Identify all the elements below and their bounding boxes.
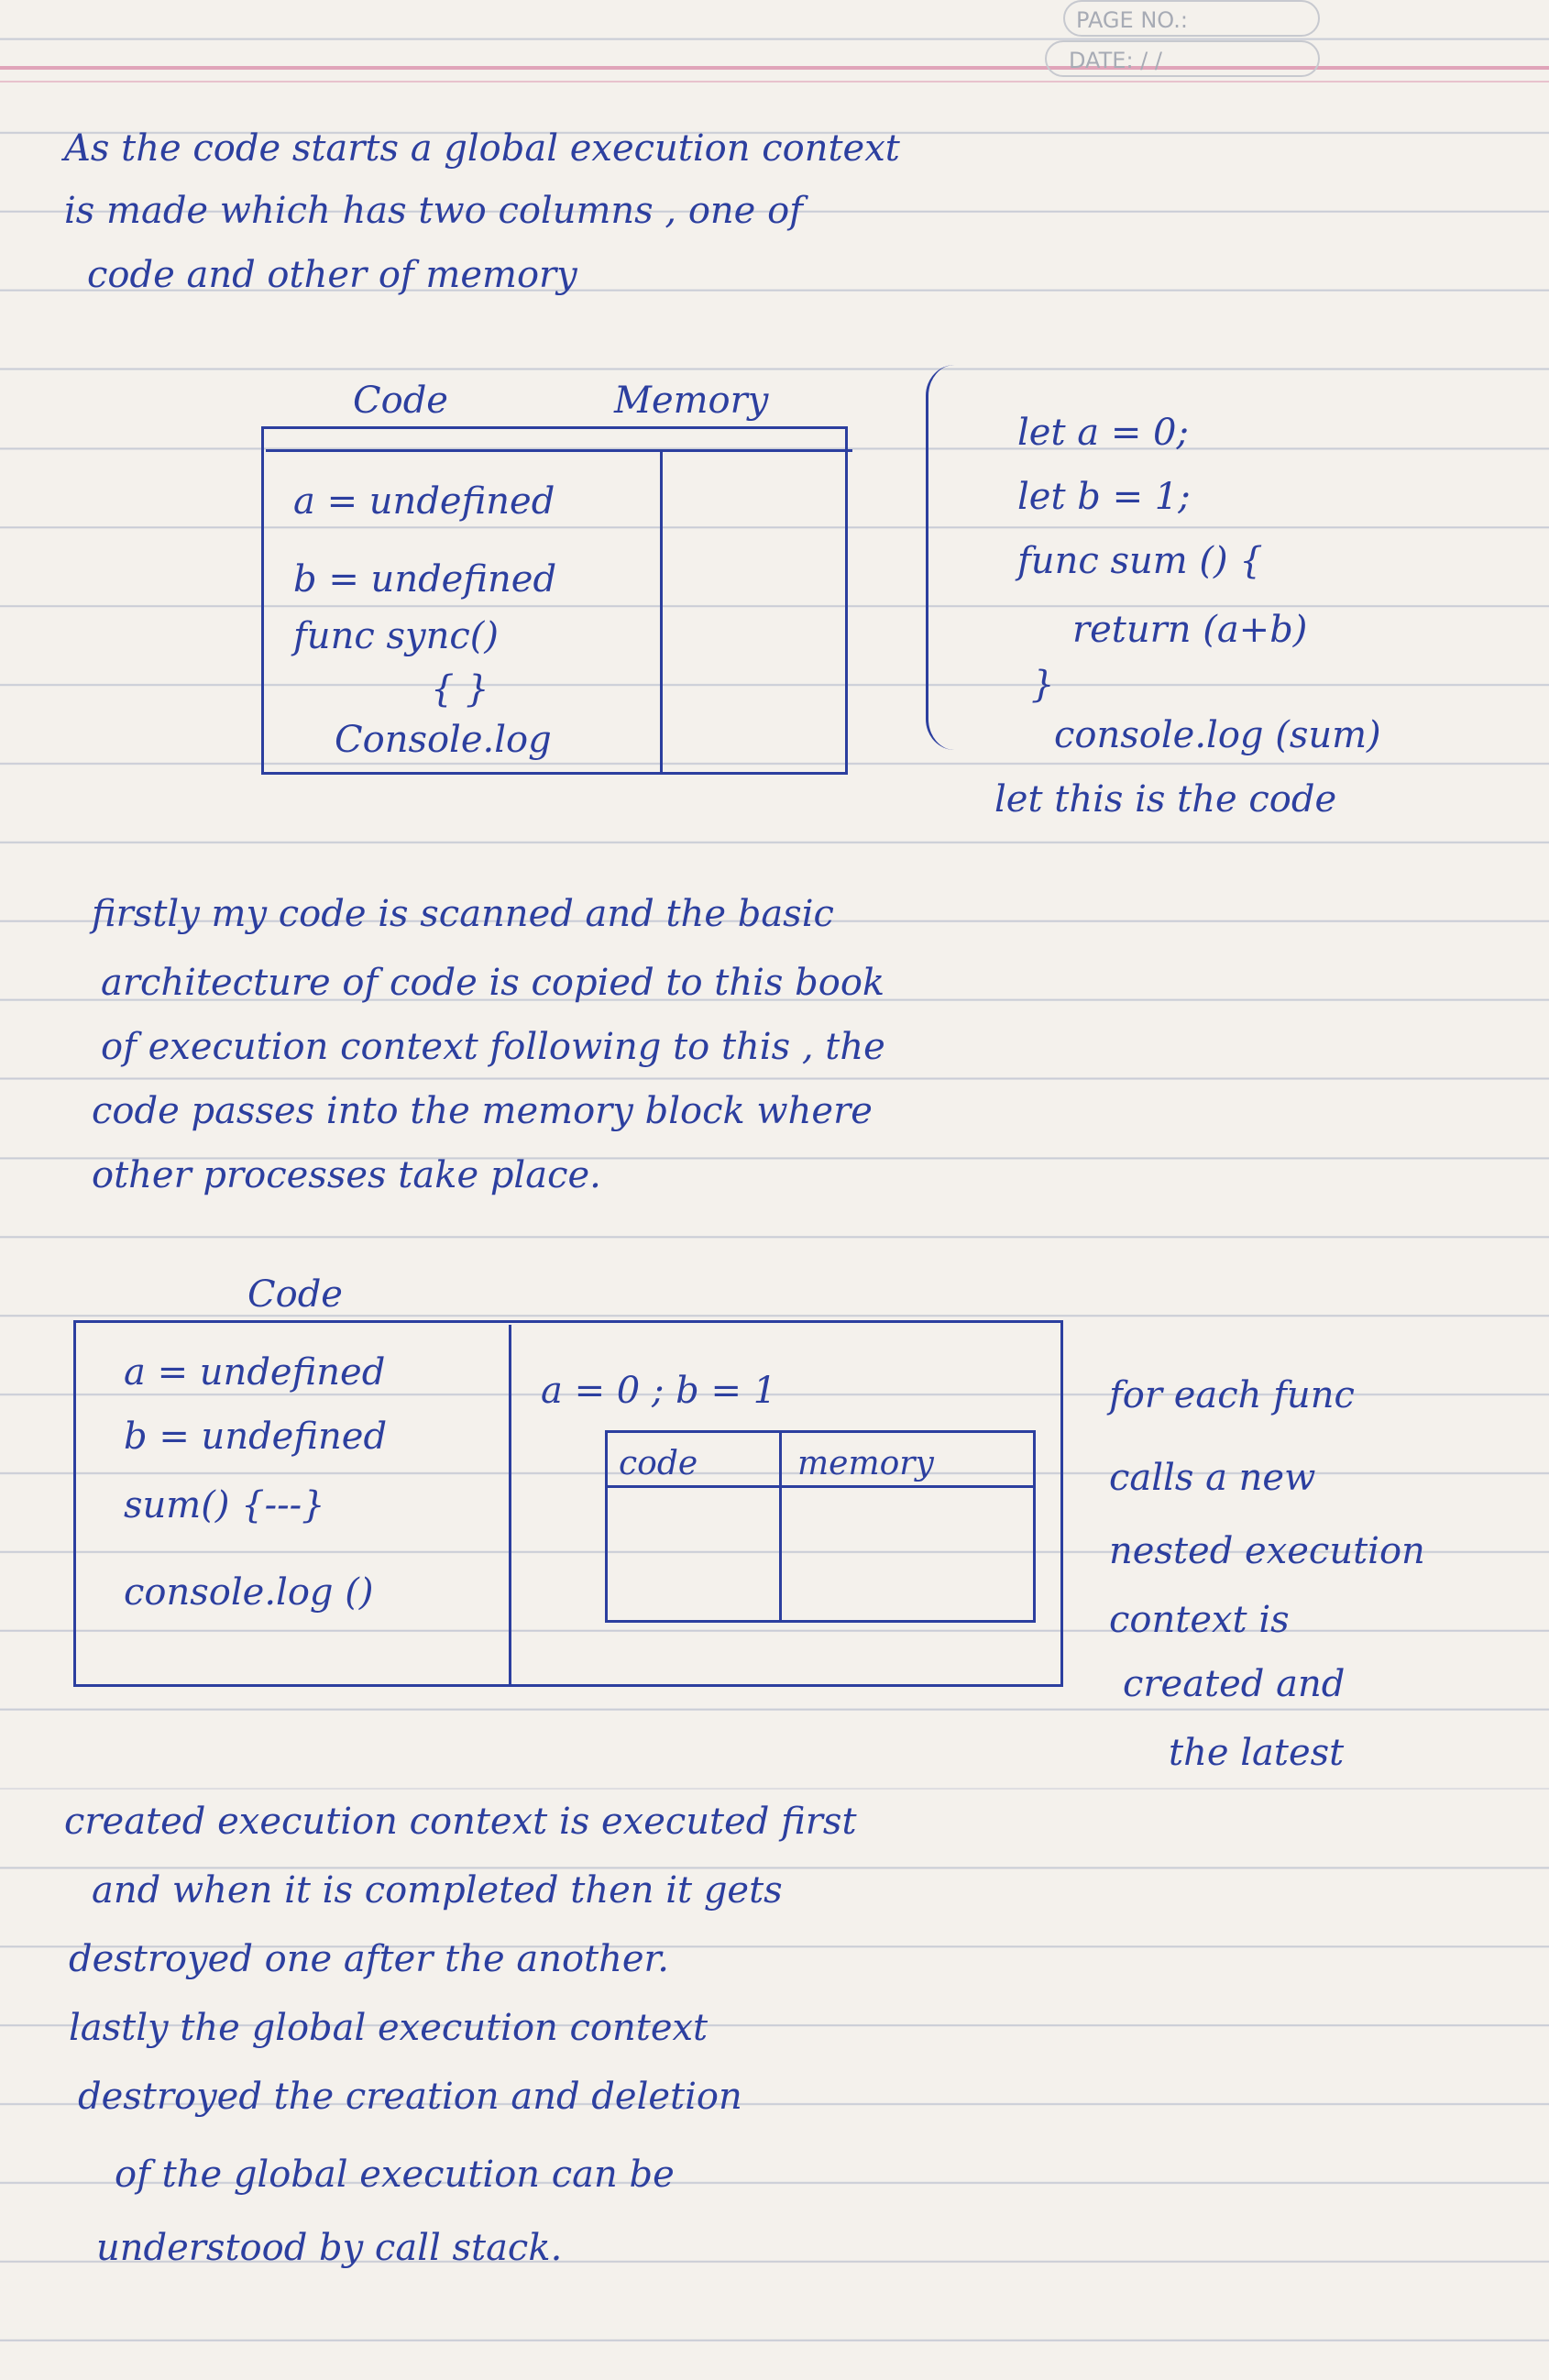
top-margin-line xyxy=(0,66,1549,70)
side-note-line-1: for each func xyxy=(1109,1374,1355,1416)
diagram1-code-title: Code xyxy=(353,380,448,422)
diagram2-box xyxy=(73,1320,1063,1687)
diagram2-right-top: a = 0 ; b = 1 xyxy=(541,1370,777,1412)
para3-line-4: lastly the global execution context xyxy=(69,2007,709,2049)
intro-line-1: As the code starts a global execution co… xyxy=(64,127,900,170)
diagram2-divider xyxy=(509,1325,511,1687)
diagram2-left-line-3: sum() {---} xyxy=(124,1484,325,1526)
diagram1-memory-title: Memory xyxy=(614,380,769,422)
para2-line-2: architecture of code is copied to this b… xyxy=(101,962,885,1004)
diagram1-line-braces: { } xyxy=(431,668,489,711)
diagram1-line-func: func sync() xyxy=(293,615,499,657)
side-note-line-6: the latest xyxy=(1169,1732,1345,1774)
side-note-line-5: created and xyxy=(1123,1663,1346,1705)
diagram1-line-b: b = undefined xyxy=(293,558,557,601)
para3-line-2: and when it is completed then it gets xyxy=(92,1869,783,1912)
para3-line-3: destroyed one after the another. xyxy=(69,1938,669,1980)
date-field: DATE: / / xyxy=(1045,40,1320,77)
nested-context-header-line xyxy=(605,1485,1036,1488)
diagram2-left-line-1: a = undefined xyxy=(124,1351,386,1394)
para2-line-4: code passes into the memory block where xyxy=(92,1090,873,1132)
intro-line-2: is made which has two columns , one of xyxy=(64,190,803,232)
diagram1-line-a: a = undefined xyxy=(293,480,555,523)
nested-code-label: code xyxy=(619,1445,698,1482)
nested-context-box xyxy=(605,1430,1036,1623)
snippet-line-4: return (a+b) xyxy=(1072,609,1308,651)
snippet-line-6: console.log (sum) xyxy=(1054,714,1381,756)
para2-line-5: other processes take place. xyxy=(92,1154,601,1196)
side-note-line-3: nested execution xyxy=(1109,1530,1425,1572)
side-note-line-2: calls a new xyxy=(1109,1457,1316,1499)
para3-line-6: of the global execution can be xyxy=(115,2154,675,2196)
curly-bracket xyxy=(926,365,983,750)
side-note-line-4: context is xyxy=(1109,1599,1290,1641)
diagram1-top-line xyxy=(266,449,852,452)
snippet-caption: let this is the code xyxy=(994,778,1337,821)
para2-line-3: of execution context following to this ,… xyxy=(101,1026,885,1068)
top-margin-line-secondary xyxy=(0,81,1549,83)
para3-line-5: destroyed the creation and deletion xyxy=(78,2076,742,2118)
diagram2-left-line-2: b = undefined xyxy=(124,1416,388,1458)
nested-memory-label: memory xyxy=(797,1445,934,1482)
diagram1-divider xyxy=(660,449,663,775)
nested-context-divider xyxy=(779,1430,782,1623)
diagram2-code-title: Code xyxy=(247,1273,343,1316)
para2-line-1: firstly my code is scanned and the basic xyxy=(92,893,834,935)
diagram1-line-console: Console.log xyxy=(335,719,552,761)
para3-line-7: understood by call stack. xyxy=(96,2227,563,2269)
page-number-field: PAGE NO.: xyxy=(1063,0,1320,37)
diagram2-left-line-4: console.log () xyxy=(124,1571,374,1614)
snippet-line-5: } xyxy=(1031,664,1055,706)
intro-line-3: code and other of memory xyxy=(87,254,577,296)
snippet-line-3: func sum () { xyxy=(1017,540,1263,582)
para3-line-1: created execution context is executed fi… xyxy=(64,1801,857,1843)
snippet-line-2: let b = 1; xyxy=(1017,476,1191,518)
diagram1-box xyxy=(261,426,848,775)
snippet-line-1: let a = 0; xyxy=(1017,412,1189,454)
